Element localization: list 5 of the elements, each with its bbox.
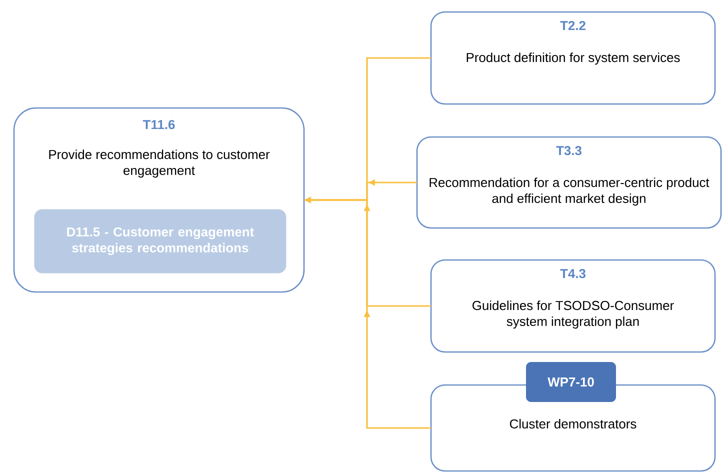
- task-box: T3.3 Recommendation for a consumer-centric product and efficient market design: [416, 136, 722, 229]
- task-box: T4.3 Guidelines for TSODSO-Consumer system integration plan: [430, 259, 716, 353]
- badge: WP7-10: [526, 362, 616, 402]
- task-box: T2.2 Product definition for system services: [430, 11, 716, 105]
- deliverable-box: D11.5 - Customer engagement strategies recommendations: [34, 209, 286, 274]
